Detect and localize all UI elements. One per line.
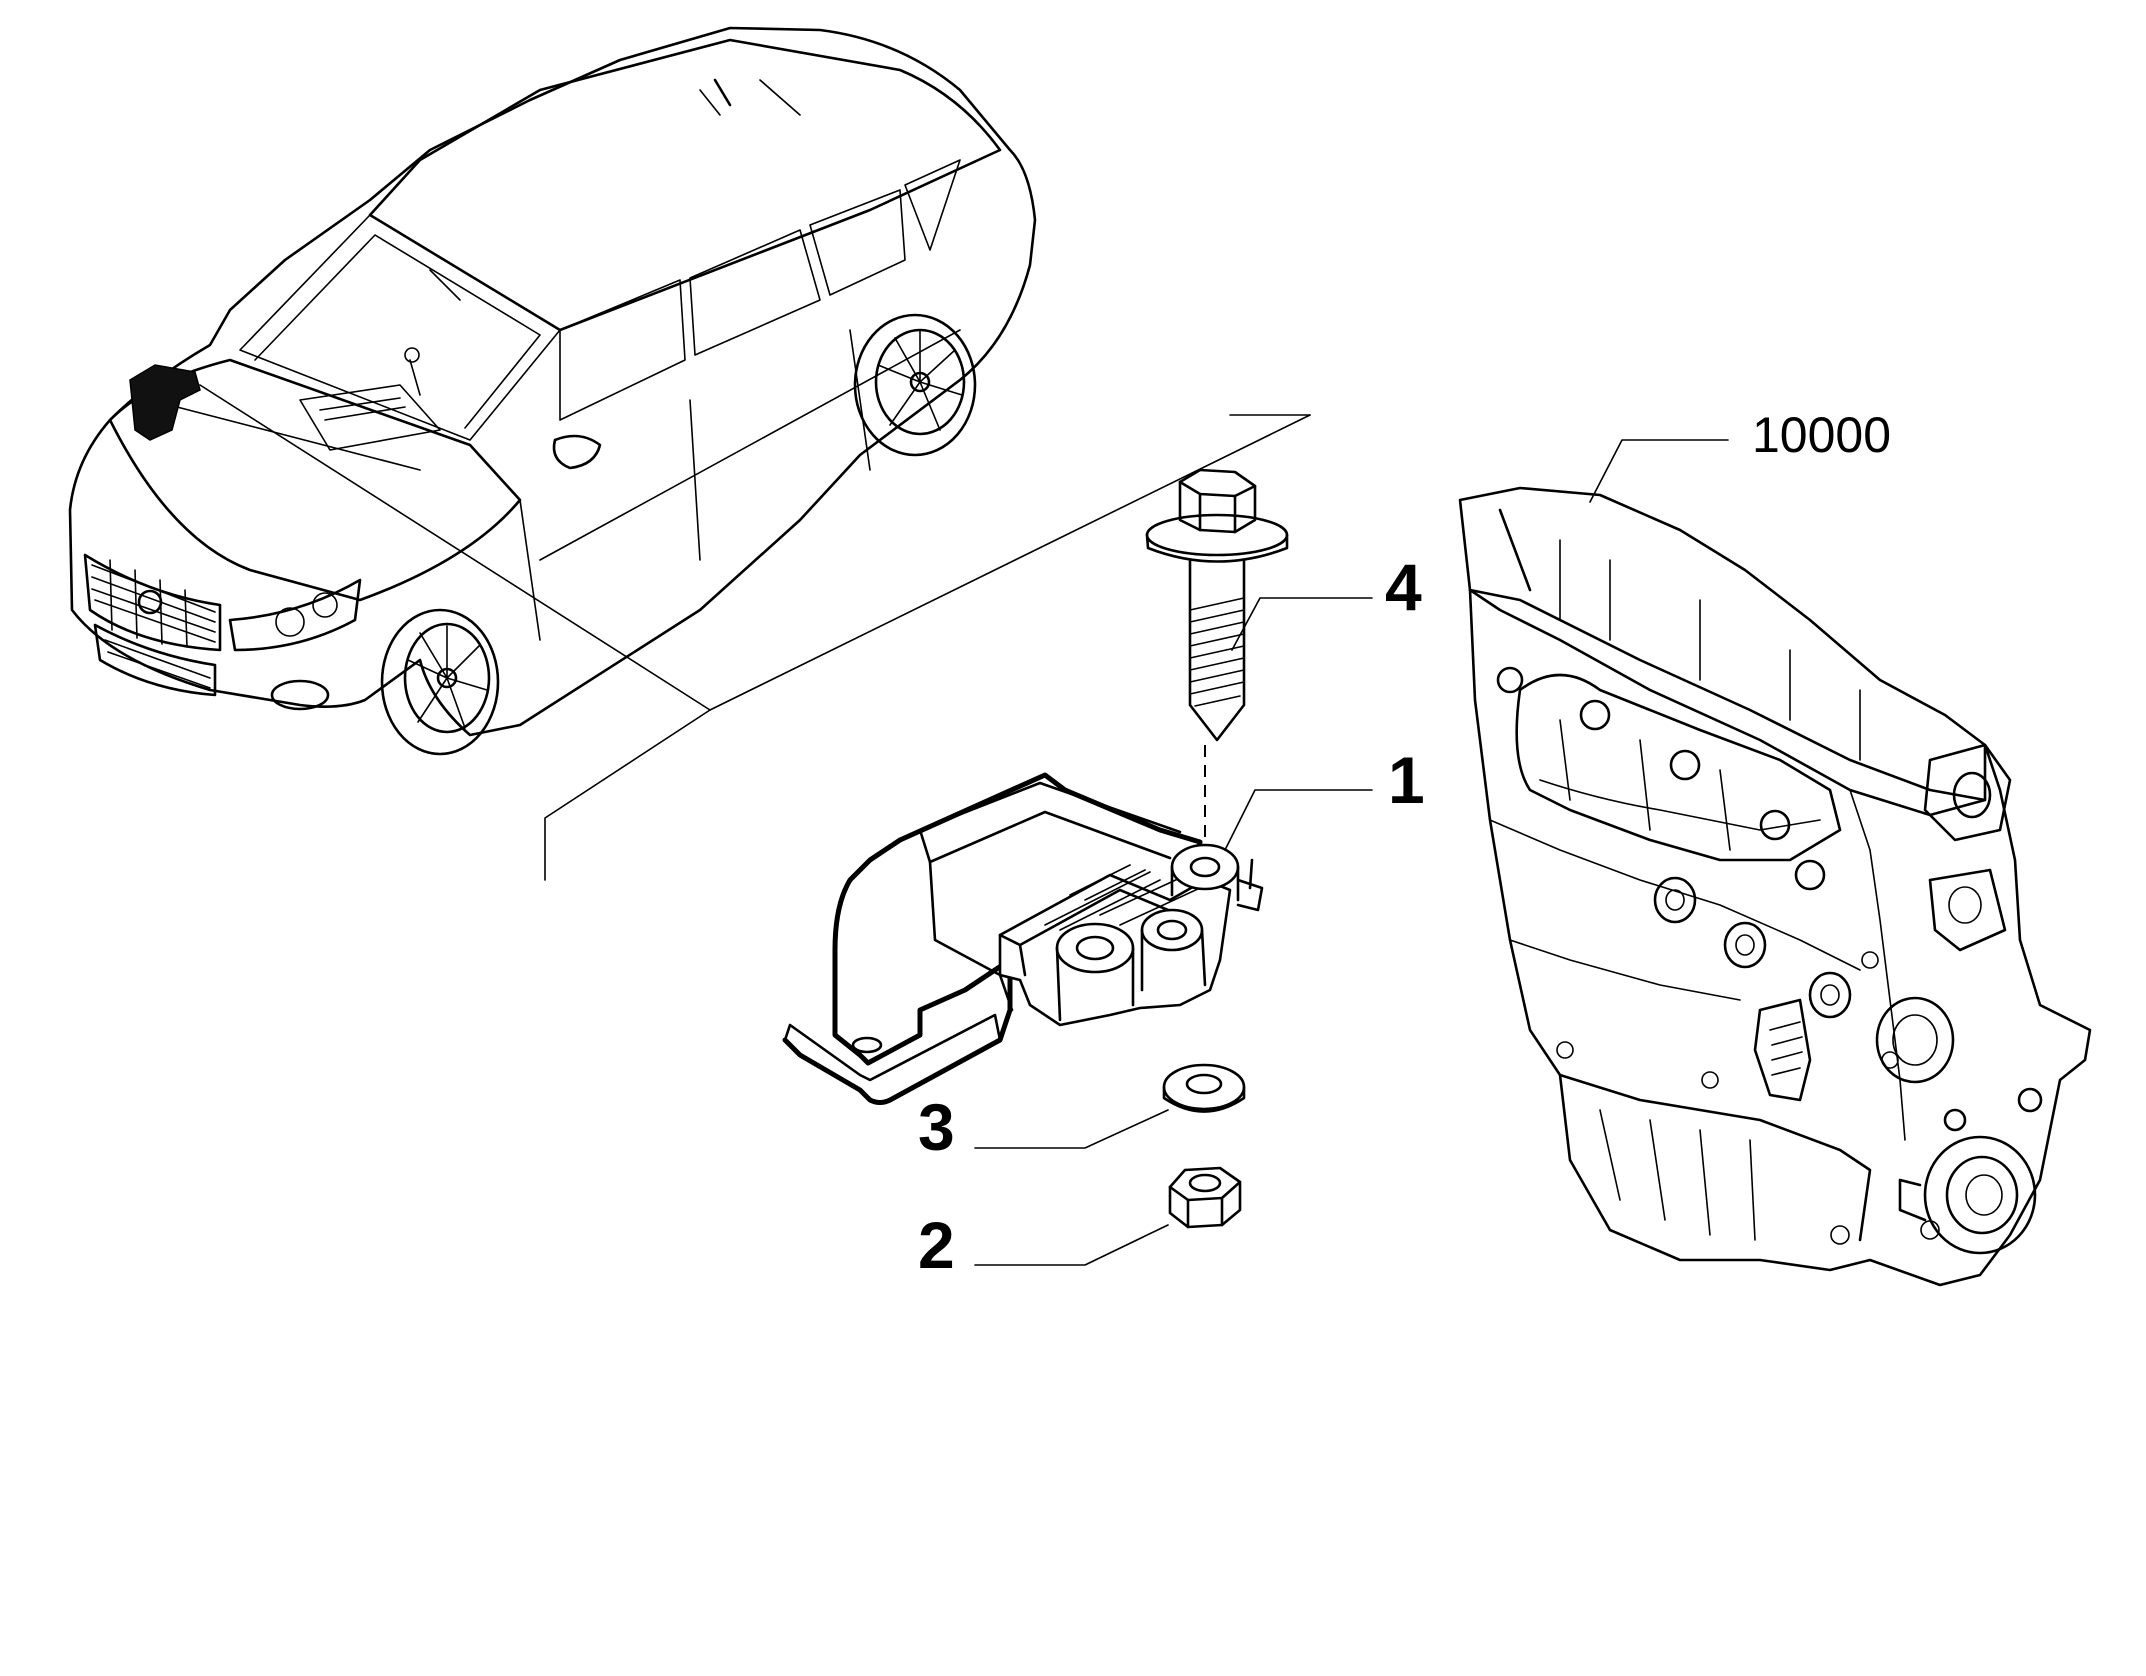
callout-labels: 10000 4 1 3 2	[918, 407, 1891, 1282]
callout-4: 4	[1385, 550, 1422, 624]
leader-3	[974, 1109, 1169, 1149]
leader-lines	[974, 439, 1729, 1266]
flange-bolt-drawing	[1145, 468, 1289, 865]
callout-1: 1	[1388, 743, 1425, 817]
leader-4	[1231, 597, 1373, 651]
callout-10000: 10000	[1752, 407, 1891, 463]
engine-mount-bracket-drawing	[782, 772, 1264, 1105]
vehicle-overview-drawing	[68, 26, 1311, 756]
detail-frame-line	[544, 414, 1311, 881]
washer-drawing	[1162, 1063, 1246, 1113]
engine-block-drawing	[1458, 486, 2092, 1287]
hex-nut-drawing	[1168, 1166, 1242, 1229]
leader-2	[974, 1224, 1169, 1266]
leader-10000	[1589, 439, 1729, 503]
leader-1	[1224, 789, 1373, 851]
callout-2: 2	[918, 1208, 955, 1282]
callout-3: 3	[918, 1090, 955, 1164]
